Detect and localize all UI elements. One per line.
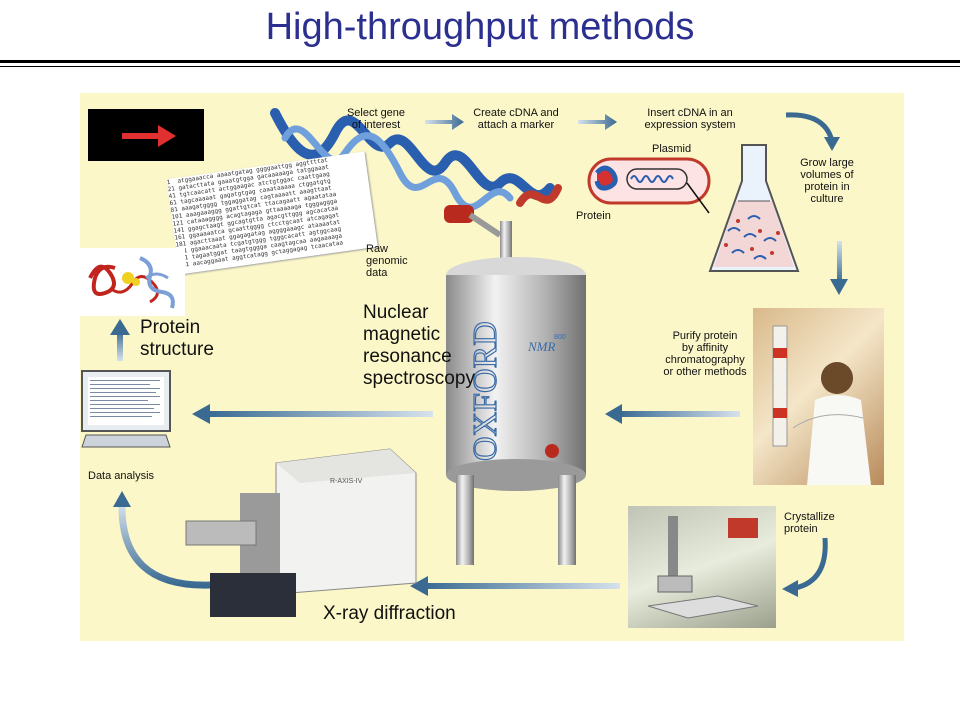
grow-label: Grow large volumes of protein in culture [800,157,854,205]
xray-brand-text: R-AXIS-IV [330,478,363,485]
arrow-1 [425,114,464,130]
nmr-label: Nuclear magnetic resonance spectroscopy [363,302,475,389]
purification-photo [753,308,884,485]
page-title: High-throughput methods [265,6,695,48]
flow-diagram [110,108,848,597]
xray-machine: R-AXIS-IV [180,443,420,621]
plasmid-icon [626,168,688,190]
arrow-8 [425,583,620,589]
raw-genomic-label: Raw genomic data [366,243,408,279]
culture-flask [708,141,800,279]
red-arrow-box [88,109,204,161]
plasmid-label: Plasmid [652,143,692,155]
plasmid-illustration [585,143,715,223]
xray-label: X-ray diffraction [323,603,456,624]
arrow-4 [837,241,842,283]
title-rule-thin [0,66,960,67]
arrow-3 [785,112,835,142]
nmr-freq-text: 800 [554,334,566,341]
arrow-2 [578,114,617,130]
arrow-7 [794,537,828,591]
arrow-6 [208,411,433,417]
nmr-brand-text: OXFORD [467,321,504,461]
crystallization-photo [628,506,776,628]
protein-label: Protein [576,210,611,222]
data-analysis-computer [80,369,172,451]
purify-label: Purify protein by affinity chromatograph… [663,330,747,378]
title-rule-thick [0,60,960,63]
protein-structure-image [80,248,185,316]
protein-structure-label: Protein structure [140,317,214,360]
crystallize-label: Crystallize protein [784,511,835,535]
cell-outline [587,157,711,205]
arrow-10 [117,331,123,361]
arrow-5 [620,411,740,417]
nmr-machine: OXFORD NMR 800 [430,201,602,571]
insert-cdna-label: Insert cDNA in an expression system [644,107,736,131]
protein-icon [594,165,618,191]
nmr-model-text: NMR [527,339,556,354]
red-arrow-icon [122,125,176,147]
arrow-9 [118,502,211,589]
select-gene-label: Select gene of interest [346,107,406,131]
data-analysis-label: Data analysis [88,470,155,482]
diagram-panel: 1 atggaaacca aaaatgatag ggggaattgg aggtt… [80,93,904,641]
create-cdna-label: Create cDNA and attach a marker [473,107,559,131]
